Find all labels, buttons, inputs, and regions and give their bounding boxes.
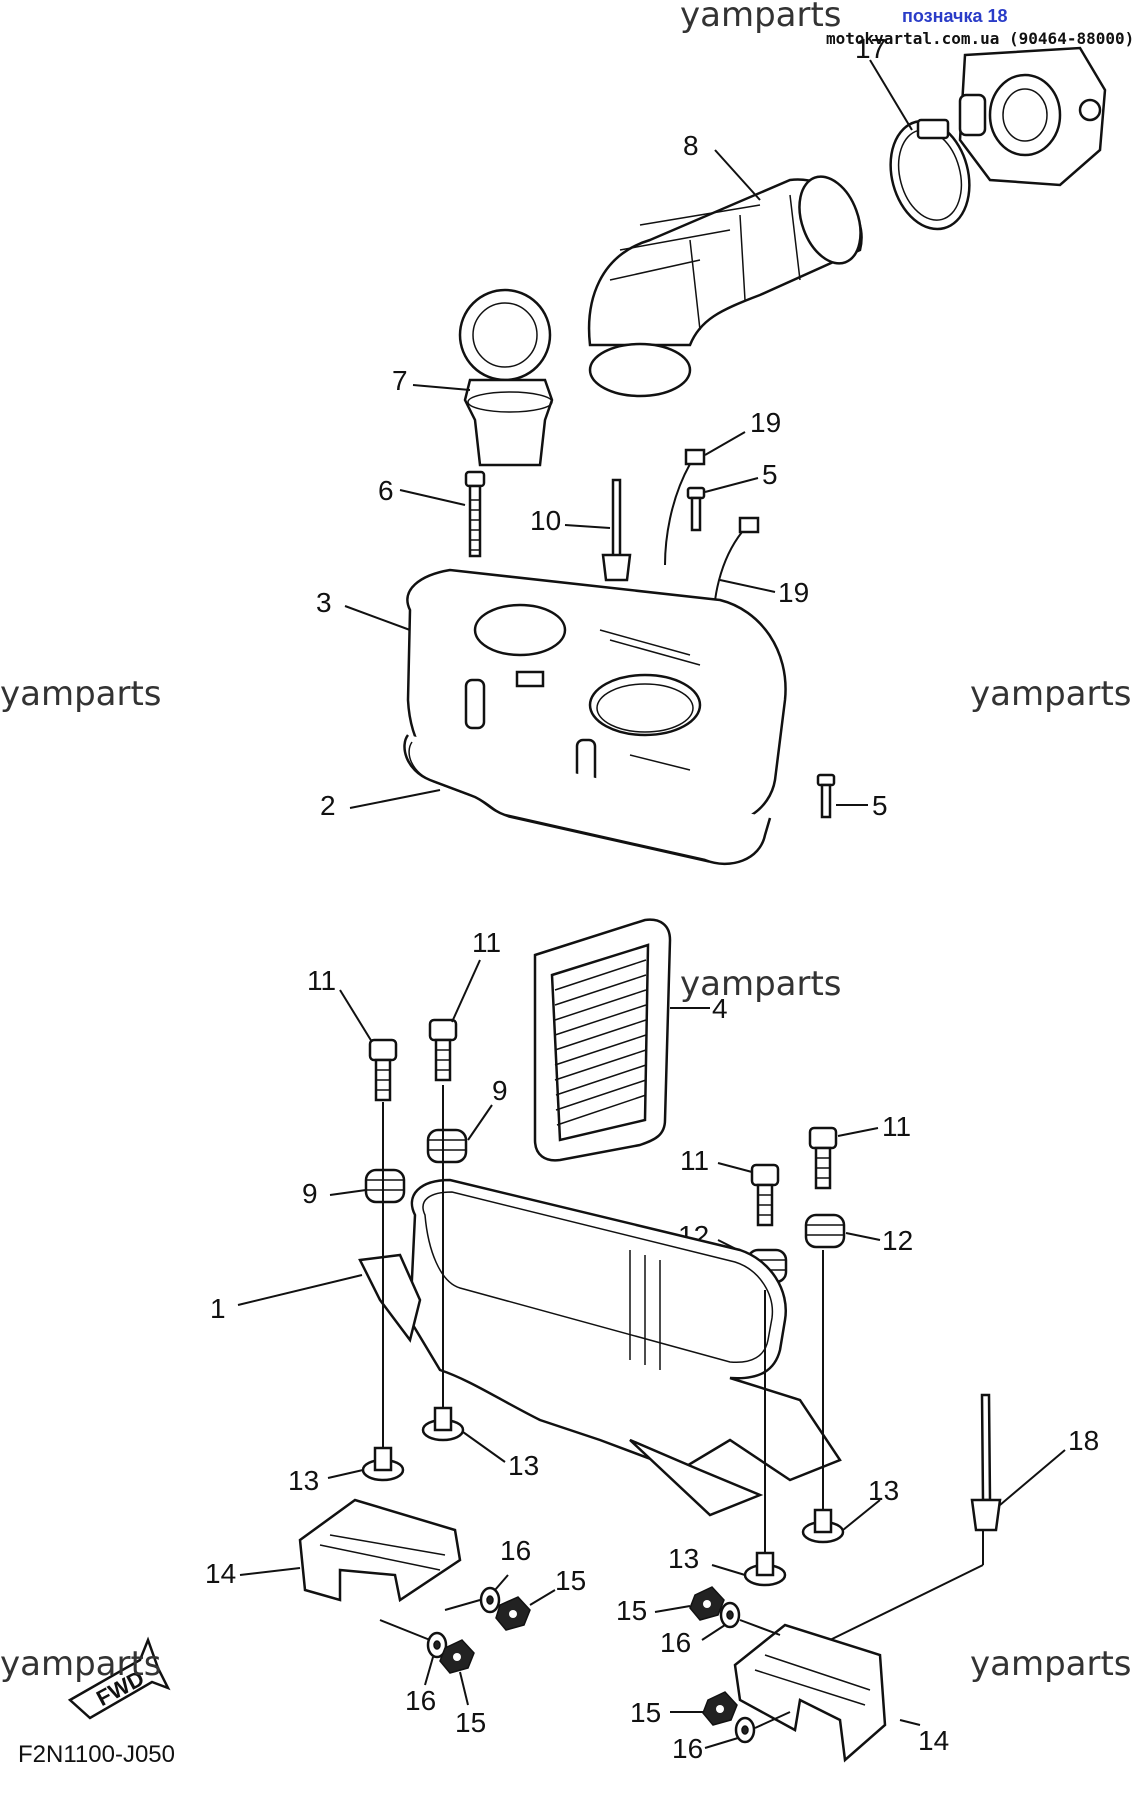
grommet-12b (804, 1213, 846, 1249)
callout-19a: 19 (750, 407, 781, 438)
watermark-top: yamparts (680, 0, 842, 35)
screw-5a (686, 486, 706, 532)
callout-16d: 16 (672, 1733, 703, 1764)
filter-element-4 (533, 918, 672, 1162)
watermark-right-mid: yamparts (970, 674, 1132, 714)
callout-13d: 13 (868, 1475, 899, 1506)
gasket-2 (403, 734, 772, 865)
washer-16a (479, 1586, 501, 1614)
header-label: позначка 18 (902, 6, 1008, 26)
washer-16c (719, 1601, 741, 1629)
callout-15a: 15 (555, 1565, 586, 1596)
screw-5b (816, 773, 836, 819)
callout-13c: 13 (668, 1543, 699, 1574)
bracket-14b (733, 1623, 887, 1763)
callout-3: 3 (316, 587, 332, 618)
callout-14a: 14 (205, 1558, 236, 1589)
header-site: motokvartal.com.ua (90464-88000) (826, 29, 1134, 48)
callout-5b: 5 (872, 790, 888, 821)
callout-12b: 12 (882, 1225, 913, 1256)
grommet-9a (426, 1128, 468, 1164)
callout-5a: 5 (762, 459, 778, 490)
callout-11c: 11 (680, 1145, 709, 1176)
nut-15d (702, 1691, 738, 1726)
callout-11b: 11 (472, 927, 501, 958)
watermark-left-mid: yamparts (0, 674, 162, 714)
washer-16d (734, 1716, 756, 1744)
callout-9a: 9 (492, 1075, 508, 1106)
watermark-center: yamparts (680, 964, 842, 1004)
clip-19a (664, 448, 706, 566)
airbox-case-1 (358, 1178, 842, 1517)
bolt-11d (808, 1126, 838, 1190)
nut-15b (439, 1639, 475, 1674)
intake-duct-8 (587, 175, 863, 398)
callout-16b: 16 (405, 1685, 436, 1716)
callout-19b: 19 (778, 577, 809, 608)
collar-13b (421, 1406, 465, 1442)
callout-7: 7 (392, 365, 408, 396)
callout-15c: 15 (616, 1595, 647, 1626)
callout-6: 6 (378, 475, 394, 506)
cable-tie-18 (970, 1393, 1002, 1532)
nut-15c (689, 1586, 725, 1621)
callout-9b: 9 (302, 1178, 318, 1209)
callout-17: 17 (855, 33, 886, 64)
callout-8: 8 (683, 130, 699, 161)
bolt-11c (750, 1163, 780, 1227)
callout-14b: 14 (918, 1725, 949, 1756)
callout-16c: 16 (660, 1627, 691, 1658)
callout-16a: 16 (500, 1535, 531, 1566)
nut-15a (495, 1596, 531, 1631)
hose-clamp-17 (889, 118, 971, 231)
bolt-6 (464, 470, 486, 558)
callout-1: 1 (210, 1293, 226, 1324)
callout-15d: 15 (630, 1697, 661, 1728)
intake-7 (458, 288, 554, 467)
callout-15b: 15 (455, 1707, 486, 1738)
callout-10: 10 (530, 505, 561, 536)
callout-4: 4 (712, 993, 728, 1024)
grommet-9b (364, 1168, 406, 1204)
bolt-11a (368, 1038, 398, 1102)
callout-13b: 13 (508, 1450, 539, 1481)
diagram-reference: F2N1100-J050 (18, 1741, 175, 1768)
washer-16b (426, 1631, 448, 1659)
callout-18: 18 (1068, 1425, 1099, 1456)
watermark-left-bottom: yamparts (0, 1644, 162, 1684)
watermark-right-bottom: yamparts (970, 1644, 1132, 1684)
throttle-body (958, 46, 1107, 187)
collar-13c (743, 1551, 787, 1587)
callout-11d: 11 (882, 1111, 911, 1142)
callout-2: 2 (320, 790, 336, 821)
cable-tie-10 (601, 478, 632, 582)
collar-13d (801, 1508, 845, 1544)
callout-13a: 13 (288, 1465, 319, 1496)
collar-13a (361, 1446, 405, 1482)
callout-11a: 11 (307, 965, 336, 996)
bolt-11b (428, 1018, 458, 1082)
bracket-14a (298, 1498, 462, 1603)
